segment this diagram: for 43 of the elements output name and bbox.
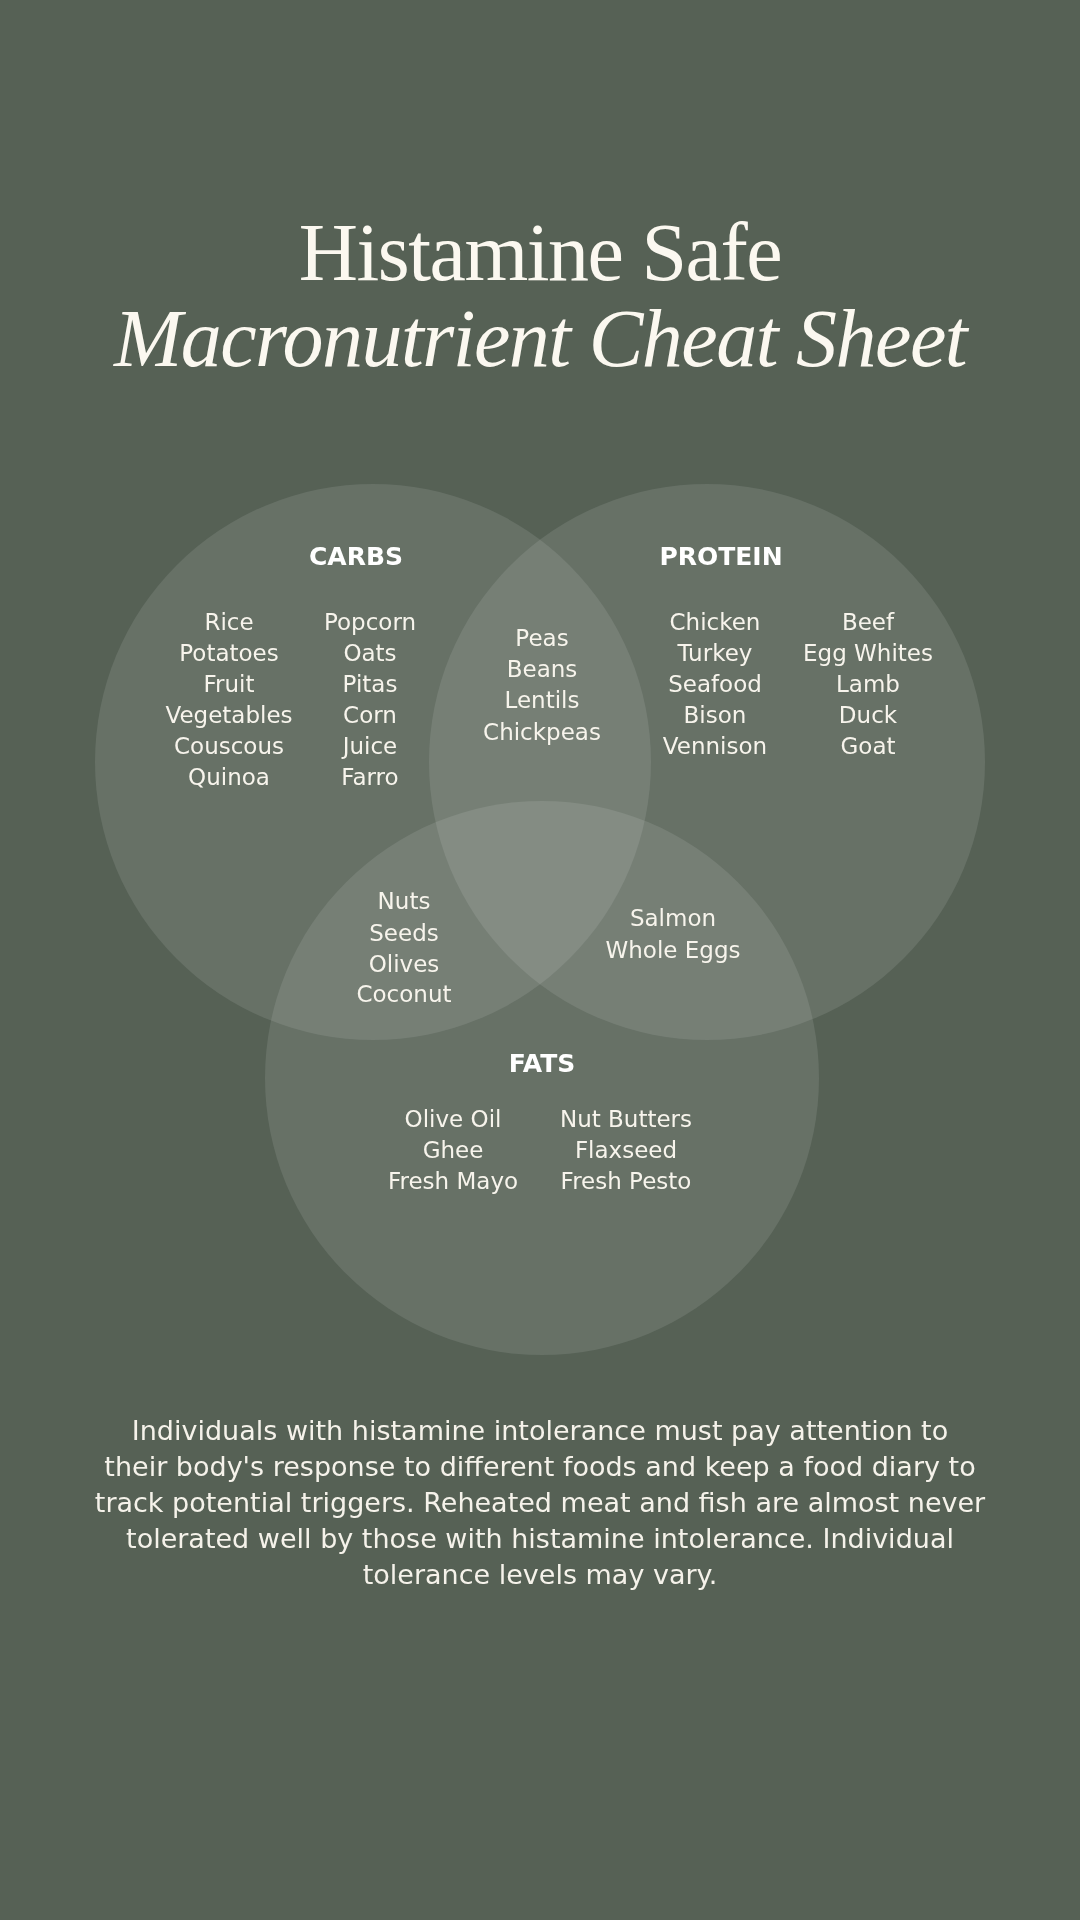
food-item: Lentils [504, 685, 580, 715]
food-item: Nuts [377, 886, 431, 916]
title: Histamine Safe Macronutrient Cheat Sheet [113, 210, 967, 382]
food-item: Couscous [174, 732, 284, 761]
food-item: Beef [841, 608, 895, 637]
food-item: Beans [506, 654, 578, 684]
food-item: Seeds [369, 918, 439, 948]
food-item: Whole Eggs [605, 935, 741, 965]
food-item: Oats [343, 639, 397, 668]
category-heading: CARBS [309, 541, 403, 573]
food-item: Bison [683, 701, 747, 730]
food-item: Duck [838, 701, 898, 730]
food-item: Vennison [662, 732, 768, 761]
food-item: Olive Oil [404, 1105, 502, 1134]
food-item: Lamb [836, 670, 900, 699]
food-item: Pitas [342, 670, 398, 699]
food-item: Coconut [356, 979, 452, 1009]
food-item: Potatoes [179, 639, 279, 668]
food-item: Salmon [629, 903, 717, 933]
food-item: Fresh Mayo [387, 1167, 519, 1196]
food-item: Egg Whites [803, 639, 933, 668]
food-item: Peas [515, 623, 569, 653]
food-item: Ghee [422, 1136, 484, 1165]
food-item: Turkey [677, 639, 753, 668]
food-item: Rice [204, 608, 254, 637]
food-item: Goat [840, 732, 896, 761]
caption-text: Individuals with histamine intolerance must pay attention to their body's response to different foods and keep a food diary to track potential triggers. Reheated meat and fish are almost never tolerated well by those with histamine intolerance. Individual tolerance levels may vary. [94, 1414, 986, 1592]
food-item: Chickpeas [483, 717, 601, 747]
food-item: Chicken [669, 608, 761, 637]
food-item: Juice [342, 732, 398, 761]
category-heading: FATS [508, 1048, 576, 1080]
food-item: Vegetables [165, 701, 293, 730]
category-heading: PROTEIN [659, 541, 783, 573]
food-item: Farro [341, 763, 399, 792]
food-item: Corn [343, 701, 397, 730]
food-item: Quinoa [188, 763, 270, 792]
food-item: Popcorn [323, 608, 417, 637]
food-item: Fresh Pesto [560, 1167, 692, 1196]
food-item: Olives [368, 949, 440, 979]
food-item: Nut Butters [559, 1105, 693, 1134]
food-item: Seafood [668, 670, 762, 699]
food-item: Flaxseed [574, 1136, 678, 1165]
food-item: Fruit [203, 670, 255, 699]
